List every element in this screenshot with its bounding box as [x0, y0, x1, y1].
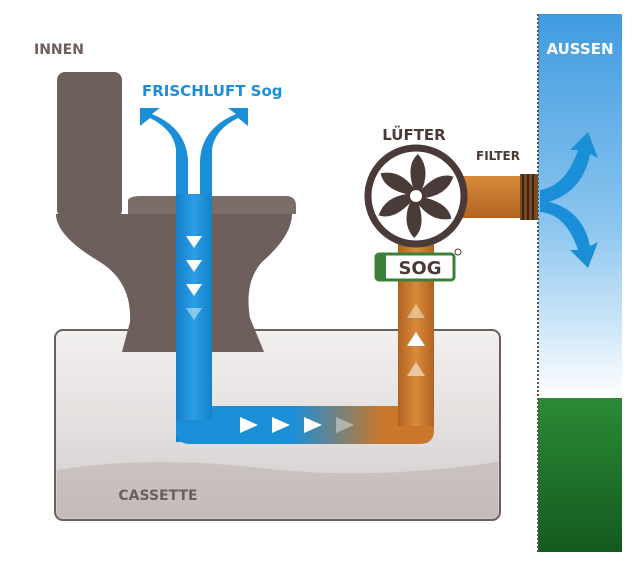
flow-arrow [186, 236, 202, 248]
flow-arrows-right [240, 417, 354, 433]
flow-arrow [186, 260, 202, 272]
cassette-label: CASSETTE [118, 488, 197, 504]
toilet-tank [57, 72, 122, 218]
intake-arrow-right [200, 108, 248, 196]
grass-panel [538, 398, 622, 552]
sog-logo-text: SOG [398, 258, 441, 279]
fan-blades [378, 154, 454, 238]
flow-arrows-down [186, 236, 202, 320]
sog-logo: SOG [374, 248, 462, 282]
flow-arrow [407, 362, 425, 376]
registered-mark-icon [454, 248, 462, 256]
fresh-air-intake-arrows [140, 108, 248, 196]
outlet-arrow-up [540, 132, 598, 204]
exhaust-outlet-arrows [540, 132, 598, 268]
toilet-bowl [56, 214, 292, 352]
flow-arrow [186, 308, 202, 320]
filter-label: FILTER [476, 149, 520, 163]
flow-arrow [240, 417, 258, 433]
flow-arrow [336, 417, 354, 433]
flow-arrow [272, 417, 290, 433]
outside-label: AUSSEN [546, 40, 613, 58]
fan-hub [410, 190, 422, 202]
cassette-fill-level [57, 461, 498, 518]
filter-icon [520, 174, 538, 220]
outlet-arrow-down [540, 200, 598, 268]
fan-label: LÜFTER [382, 125, 446, 144]
flow-arrow [304, 417, 322, 433]
intake-arrow-left [140, 108, 188, 196]
flow-arrow [407, 332, 425, 346]
exhaust-pipe-vertical [398, 270, 434, 426]
inside-label: INNEN [34, 42, 84, 58]
fan-icon [364, 144, 468, 248]
fresh-air-label: FRISCHLUFT Sog [142, 82, 283, 100]
flow-arrows-up [407, 304, 425, 376]
sog-logo-stripe [376, 254, 386, 280]
flow-arrow [407, 304, 425, 318]
fresh-air-pipe-vertical [176, 194, 212, 442]
flow-arrow [186, 284, 202, 296]
outside-area: AUSSEN [537, 14, 622, 552]
